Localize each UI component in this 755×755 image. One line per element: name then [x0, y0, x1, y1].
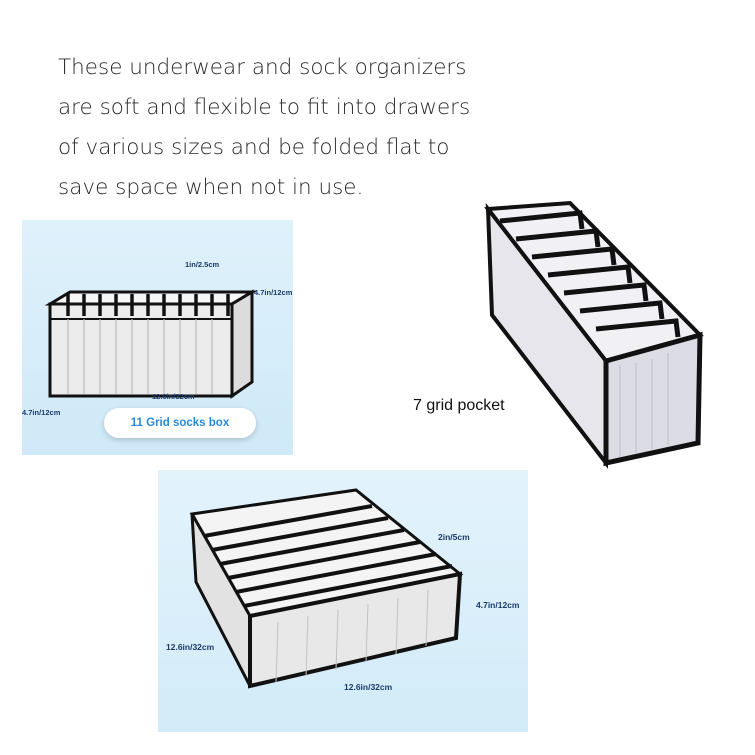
drawer-width-dimension: 12.6in/32cm — [166, 642, 215, 652]
socks-divider-dimension: 1in/2.5cm — [185, 260, 220, 269]
socks-box-label: 11 Grid socks box — [104, 408, 256, 438]
socks-box-panel: 1in/2.5cm 4.7in/12cm 12.6in/32cm 4.7in/1… — [22, 220, 293, 455]
drawer-height-dimension: 4.7in/12cm — [476, 600, 520, 610]
socks-box-dividers — [66, 294, 230, 316]
pocket-box-label: 7 grid pocket — [413, 397, 505, 414]
drawer-box-panel: 2in/5cm 4.7in/12cm 12.6in/32cm 12.6in/32… — [158, 470, 528, 732]
intro-text: These underwear and sock organizers are … — [58, 48, 478, 208]
intro-line: save space when not in use. — [58, 175, 364, 200]
socks-width-dimension: 4.7in/12cm — [22, 408, 61, 417]
intro-line: These underwear and sock organizers — [58, 55, 467, 80]
drawer-divider-dimension: 2in/5cm — [438, 532, 470, 542]
socks-box-illustration — [44, 289, 258, 399]
socks-height-dimension: 4.7in/12cm — [254, 288, 293, 297]
intro-line: are soft and flexible to fit into drawer… — [58, 95, 471, 120]
pocket-box-illustration — [470, 195, 710, 470]
drawer-box-illustration — [189, 488, 464, 689]
intro-line: of various sizes and be folded flat to — [58, 135, 450, 160]
socks-length-dimension: 12.6in/32cm — [152, 392, 195, 401]
drawer-length-dimension: 12.6in/32cm — [344, 682, 393, 692]
